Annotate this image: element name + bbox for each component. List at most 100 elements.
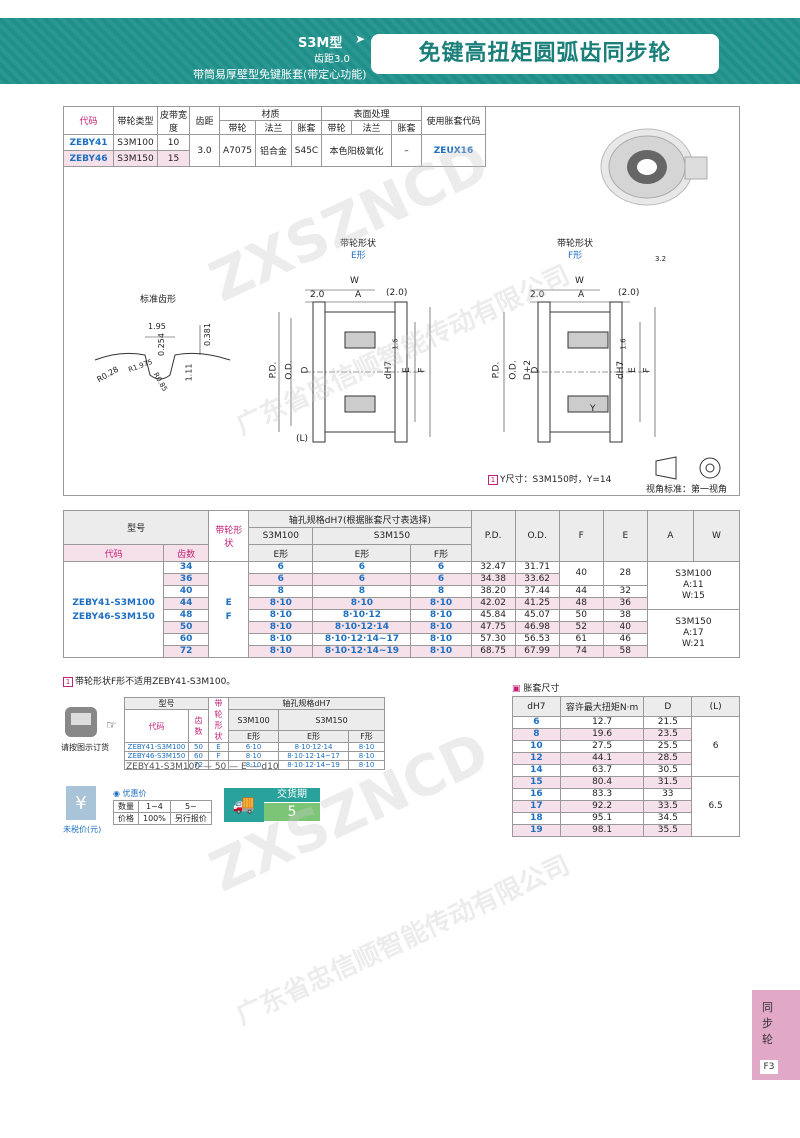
spec-type: S3M100 xyxy=(113,134,158,151)
mt-aw1: S3M100 A:11 W:15 xyxy=(646,561,741,610)
ot-shape: E xyxy=(208,742,229,752)
spec-sub: 法兰 xyxy=(255,120,292,135)
tq-torque: 63.7 xyxy=(559,764,645,777)
spec-table: 代码 带轮类型 皮带宽度 齿距 材质 表面处理 使用胀套代码 带轮 法兰 胀套 … xyxy=(63,106,486,167)
spec-sub: 带轮 xyxy=(321,120,352,135)
spec-h-width: 皮带宽度 xyxy=(157,106,190,135)
ot-h-e2: E形 xyxy=(278,730,349,743)
spec-h-surface: 表面处理 xyxy=(321,106,422,121)
mt-c1: 8 xyxy=(248,585,314,598)
mt-c2: 6 xyxy=(312,561,412,574)
mt-h-e1: E形 xyxy=(248,544,314,562)
dim-0254: 0.254 xyxy=(156,333,166,356)
ot-teeth: 60 xyxy=(188,751,209,761)
mt-od: 37.44 xyxy=(514,585,560,598)
mt-e: 40 xyxy=(602,621,648,634)
dim-20-f: 2.0 xyxy=(530,290,545,300)
spec-bushing-code: ZEUX16 xyxy=(421,134,486,167)
lbl-e-f: E xyxy=(627,367,638,373)
main-table: 型号 带轮形状 轴孔规格dH7(根据胀套尺寸表选择) P.D. O.D. F E… xyxy=(62,510,741,658)
tq-torque: 95.1 xyxy=(559,812,645,825)
tq-dcol: 28.5 xyxy=(643,752,693,765)
tq-torque: 19.6 xyxy=(559,728,645,741)
shape-f-drawing xyxy=(503,289,656,443)
shape-e-title: 带轮形状 xyxy=(340,239,377,249)
spec-h-bushing: 使用胀套代码 xyxy=(421,106,486,135)
tq-dcol: 33 xyxy=(643,788,693,801)
lbl-e-e: E xyxy=(401,367,412,373)
dim-195: 1.95 xyxy=(148,322,166,331)
mt-e: 36 xyxy=(602,597,648,610)
qty2: 5~ xyxy=(169,800,212,813)
bushing-title: ▣ 胀套尺寸 xyxy=(512,684,560,694)
lbl-y: Y xyxy=(590,404,596,414)
spec-mat-bushing: S45C xyxy=(291,134,322,167)
mt-c2: 8·10·12·14~17 xyxy=(312,633,412,646)
tq-torque: 98.1 xyxy=(559,824,645,837)
mt-h-a: A xyxy=(646,510,694,562)
ot-h-e1: E形 xyxy=(228,730,279,743)
mt-h-od: O.D. xyxy=(514,510,560,562)
spec-sub: 胀套 xyxy=(291,120,322,135)
mt-pd: 34.38 xyxy=(470,573,516,586)
truck-icon: 🚚 xyxy=(224,788,264,822)
delivery-label: 交货期 xyxy=(264,788,320,802)
lbl-d-f: D xyxy=(530,366,541,374)
spec-sub: 胀套 xyxy=(391,120,422,135)
mt-h-code: 代码 xyxy=(62,544,165,562)
tq-d: 19 xyxy=(512,824,561,837)
tq-h-l: (L) xyxy=(691,696,740,717)
ot-teeth: 50 xyxy=(188,742,209,752)
mt-f: 50 xyxy=(558,609,604,622)
spec-width: 10 xyxy=(157,134,190,151)
roughness-f: 1.6 xyxy=(619,338,628,350)
tq-torque: 12.7 xyxy=(559,716,645,729)
spec-pitch: 3.0 xyxy=(189,134,220,167)
spec-surface: 本色阳极氧化 xyxy=(321,134,392,167)
side-tab: 同 步 轮 F3 xyxy=(752,990,800,1080)
lbl-pd-f: P.D. xyxy=(491,361,502,379)
ot-code: ZEBY46-S3M150 xyxy=(124,751,189,761)
mt-c1: 8·10 xyxy=(248,645,314,658)
tq-l: 6 xyxy=(691,716,740,777)
ot-h-shape: 带轮形状 xyxy=(208,697,229,743)
tq-d: 17 xyxy=(512,800,561,813)
mt-teeth: 60 xyxy=(163,633,210,646)
mt-c3: 6 xyxy=(410,561,472,574)
mt-pd: 42.02 xyxy=(470,597,516,610)
mt-pd: 38.20 xyxy=(470,585,516,598)
mt-e: 28 xyxy=(602,561,648,586)
mt-od: 33.62 xyxy=(514,573,560,586)
mt-h-pd: P.D. xyxy=(470,510,516,562)
mt-codes: ZEBY41-S3M100 ZEBY46-S3M150 xyxy=(62,561,165,658)
mt-c2: 8·10·12·14 xyxy=(312,621,412,634)
spec-sub: 法兰 xyxy=(351,120,392,135)
mt-od: 67.99 xyxy=(514,645,560,658)
mt-c2: 8·10·12·14~19 xyxy=(312,645,412,658)
untaxed-label: 未税价(元) xyxy=(63,825,102,834)
spec-code: ZEBY46 xyxy=(63,150,114,167)
dim-0381: 0.381 xyxy=(202,323,212,346)
tq-d: 12 xyxy=(512,752,561,765)
mt-e: 58 xyxy=(602,645,648,658)
mt-c1: 8·10 xyxy=(248,633,314,646)
ot-c3: 8·10 xyxy=(348,760,385,770)
mt-c3: 8·10 xyxy=(410,597,472,610)
mt-teeth: 72 xyxy=(163,645,210,658)
mt-f: 44 xyxy=(558,585,604,598)
mt-c3: 6 xyxy=(410,573,472,586)
mt-h-w: W xyxy=(692,510,741,562)
mt-h-f: F xyxy=(558,510,604,562)
lbl-f-e: F xyxy=(417,367,428,373)
side-tab-label: 同 步 轮 xyxy=(762,1001,773,1046)
mt-teeth: 44 xyxy=(163,597,210,610)
tq-torque: 83.3 xyxy=(559,788,645,801)
spec-h-type: 带轮类型 xyxy=(113,106,158,135)
mt-c1: 6 xyxy=(248,561,314,574)
mt-h-shape: 带轮形状 xyxy=(208,510,250,562)
